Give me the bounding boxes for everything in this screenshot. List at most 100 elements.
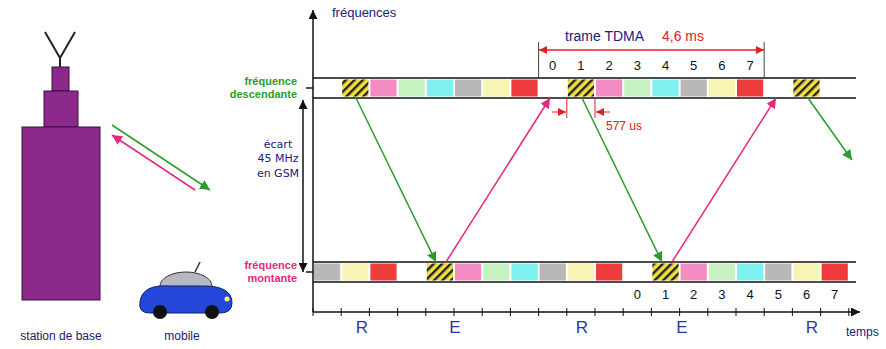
axis — [312, 10, 314, 312]
axis-tick — [510, 308, 511, 316]
uplink-slot — [511, 264, 537, 281]
slot-number: 7 — [746, 59, 753, 74]
base-station: station de base — [10, 28, 112, 345]
frame-label: trame TDMA — [565, 28, 644, 44]
station-illustration — [22, 32, 100, 300]
connector-group — [112, 98, 776, 262]
slot-dimension — [552, 99, 610, 118]
slot-number: 1 — [577, 59, 584, 74]
frame-dimension — [539, 42, 765, 78]
axis-label: fréquences — [332, 6, 396, 21]
spacing-arrow — [303, 100, 304, 272]
mode-letter: E — [449, 318, 460, 338]
slot-transfer-arrow — [446, 98, 550, 262]
slot-number: 2 — [605, 59, 612, 74]
frequency-band-lines — [313, 261, 856, 263]
downlink-slot — [455, 80, 481, 97]
slot-transfer-arrow — [672, 98, 776, 262]
frequency-band-lines — [313, 281, 856, 283]
mode-letter: E — [676, 318, 687, 338]
frame-dimension — [538, 42, 539, 78]
spacing-arrow — [302, 100, 304, 272]
downlink-slot — [483, 80, 509, 97]
downlink-slot — [737, 80, 763, 97]
uplink-slot — [765, 264, 791, 281]
uplink-slot — [681, 264, 707, 281]
mode-letter: R — [576, 318, 588, 338]
downlink-slot — [568, 80, 594, 97]
slot-number: 6 — [718, 59, 725, 74]
downlink-slot — [511, 80, 537, 97]
uplink-slot — [652, 264, 678, 281]
car-illustration — [195, 262, 200, 272]
slot-number: 3 — [634, 59, 641, 74]
downlink-slot — [765, 80, 791, 97]
transmission-arrow — [808, 98, 852, 160]
axis-tick — [454, 308, 455, 316]
uplink-slot — [596, 264, 622, 281]
slot-number: 1 — [662, 288, 669, 303]
axis-tick — [595, 308, 596, 316]
band-label: fréquence montante — [217, 259, 297, 285]
station-illustration — [22, 127, 100, 300]
car-illustration — [205, 305, 219, 319]
car-illustration — [140, 262, 232, 319]
downlink-slot — [427, 80, 453, 97]
axis-tick — [313, 308, 849, 316]
station-illustration — [60, 32, 75, 58]
axis-tick — [397, 308, 398, 316]
axis-tick — [425, 308, 426, 316]
axis-tick — [341, 308, 342, 316]
slot-number: 5 — [690, 59, 697, 74]
axis-tick — [369, 308, 370, 316]
timeslot — [314, 80, 848, 281]
frequency-band-lines — [313, 97, 856, 99]
uplink-slot — [455, 264, 481, 281]
downlink-slot — [370, 80, 396, 97]
downlink-slot — [681, 80, 707, 97]
uplink-slot — [427, 264, 453, 281]
slot-number: 0 — [634, 288, 641, 303]
downlink-slot — [540, 80, 566, 97]
station-caption: station de base — [20, 329, 101, 343]
axis-tick — [848, 308, 849, 316]
axis-tick — [820, 308, 821, 316]
downlink-slot — [399, 80, 425, 97]
downlink-slot — [342, 80, 368, 97]
slot-number: 3 — [718, 288, 725, 303]
uplink-slot — [822, 264, 848, 281]
axis-tick — [679, 308, 680, 316]
axis-tick — [623, 308, 624, 316]
downlink-slot — [652, 80, 678, 97]
slot-dimension — [566, 99, 567, 118]
uplink-slot — [399, 264, 425, 281]
uplink-slot — [624, 264, 650, 281]
axis-tick — [764, 308, 765, 316]
slot-number: 6 — [803, 288, 810, 303]
slot-number: 7 — [831, 288, 838, 303]
uplink-slot — [737, 264, 763, 281]
axis — [306, 87, 313, 89]
slot-number: 0 — [549, 59, 556, 74]
car-illustration — [225, 297, 230, 302]
uplink-slot — [483, 264, 509, 281]
axis-label: temps — [846, 326, 879, 340]
axis — [306, 10, 860, 312]
axis — [306, 271, 313, 273]
axis-tick — [313, 308, 314, 316]
spacing-label: écart 45 MHz en GSM — [256, 138, 300, 181]
slot-dimension — [552, 112, 566, 113]
axis-tick — [482, 308, 483, 316]
uplink-slot — [314, 264, 340, 281]
station-illustration — [52, 67, 69, 91]
axis — [313, 311, 860, 313]
downlink-slot — [596, 80, 622, 97]
frame-dimension — [539, 49, 764, 51]
downlink-slot — [624, 80, 650, 97]
axis-tick — [566, 308, 567, 316]
car-illustration — [153, 305, 167, 319]
radio-link — [112, 135, 195, 190]
axis-tick — [736, 308, 737, 316]
axis-tick — [792, 308, 793, 316]
